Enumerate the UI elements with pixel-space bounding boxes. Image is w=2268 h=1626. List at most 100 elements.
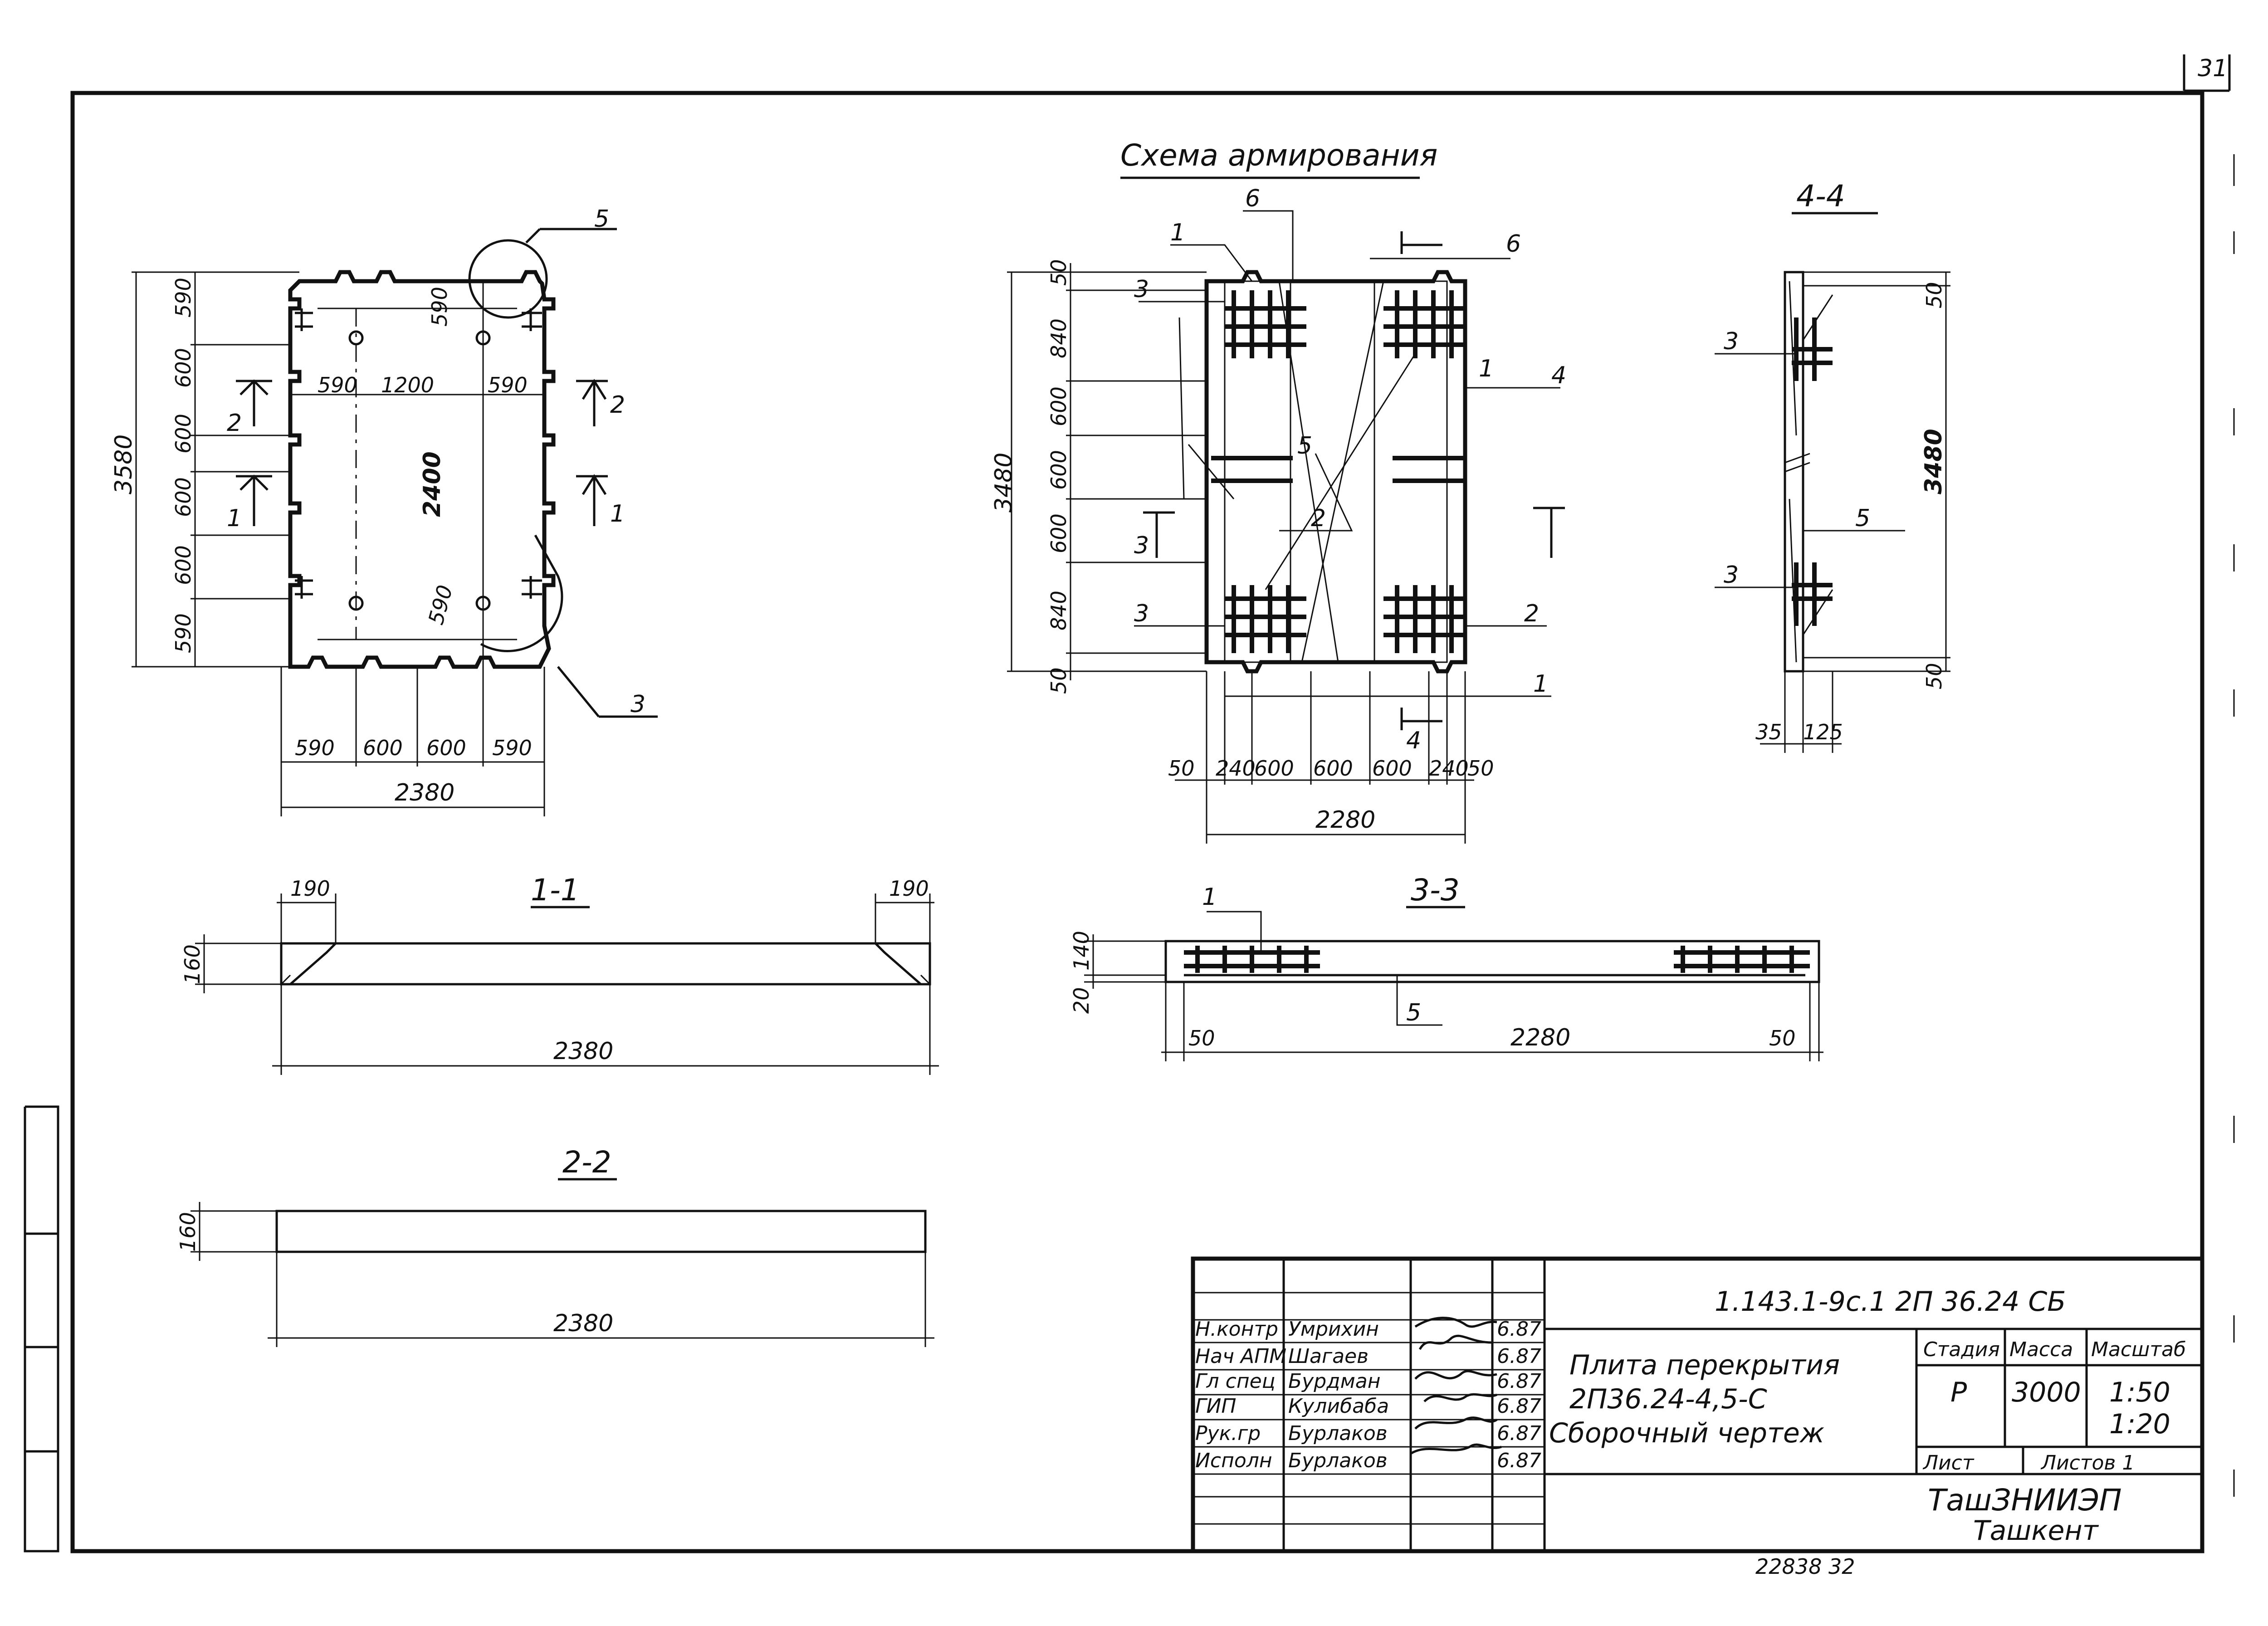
rebar-dim-bottom-2: 600 <box>1254 756 1294 781</box>
header-title: Схема армирования <box>1120 138 1437 173</box>
section-3-3 <box>1084 906 1823 1061</box>
section-2-2-title: 2-2 <box>562 1145 611 1180</box>
tb-name-line2: 2П36.24-4,5-С <box>1569 1383 1767 1415</box>
plan-dim-bottom-1: 600 <box>363 736 403 760</box>
title-block-code: 1.143.1-9с.1 2П 36.24 СБ <box>1715 1286 2066 1318</box>
plan-dim-left-5: 590 <box>171 613 196 653</box>
plan-inner-top-1: 1200 <box>381 373 434 397</box>
rebar-dim-left-2: 600 <box>1046 386 1071 426</box>
rebar-label-5: 5 <box>1297 432 1312 459</box>
tb-scale-header: Масштаб <box>2091 1338 2186 1361</box>
tb-name-4: Бурлаков <box>1288 1422 1388 1445</box>
rebar-label-3-bottom: 3 <box>1134 600 1149 627</box>
rebar-dim-left-6: 50 <box>1046 667 1071 694</box>
section-3-3-length: 2280 <box>1510 1024 1570 1051</box>
rebar-label-6-right: 6 <box>1506 230 1521 258</box>
rebar-total-height: 3480 <box>990 453 1017 513</box>
section-1-1-top-left: 190 <box>290 876 330 901</box>
section-1-1 <box>195 894 939 1075</box>
rebar-dim-bottom-6: 50 <box>1467 756 1494 781</box>
section-3-3-label-5: 5 <box>1406 999 1421 1026</box>
tb-date-4: 6.87 <box>1497 1422 1541 1445</box>
section-4-4-label-3b: 3 <box>1724 562 1739 589</box>
rebar-label-2-center: 2 <box>1311 505 1326 532</box>
plan-dim-left-3: 600 <box>171 477 196 517</box>
section-3-3-title: 3-3 <box>1411 873 1460 908</box>
tb-name-5: Бурлаков <box>1288 1449 1388 1472</box>
page-number: 31 <box>2198 55 2228 82</box>
tb-date-3: 6.87 <box>1497 1395 1541 1418</box>
plan-dim-left-2: 600 <box>171 414 196 454</box>
tb-org-1: ТашЗНИИЭП <box>1928 1483 2122 1518</box>
section-1-1-top-right: 190 <box>889 876 929 901</box>
rebar-label-4: 4 <box>1551 362 1566 389</box>
plan-leader-3: 3 <box>631 691 645 718</box>
rebar-label-1-bottom: 1 <box>1533 670 1548 698</box>
section-2-2-length: 2380 <box>553 1310 613 1337</box>
rebar-label-3-top: 3 <box>1134 276 1149 303</box>
tb-org-2: Ташкент <box>1973 1515 2099 1547</box>
rebar-dim-bottom-4: 600 <box>1372 756 1412 781</box>
section-3-3-height-bottom: 20 <box>1069 987 1094 1014</box>
plan-dim-bottom-2: 600 <box>426 736 466 760</box>
tb-scale-2: 1:20 <box>2109 1408 2170 1440</box>
section-4-4-dim-top: 50 <box>1922 282 1946 308</box>
plan-dim-bottom-0: 590 <box>295 736 335 760</box>
tb-date-1: 6.87 <box>1497 1345 1541 1368</box>
rebar-dim-left-0: 50 <box>1046 259 1071 286</box>
plan-view <box>132 228 658 816</box>
rebar-dim-left-1: 840 <box>1046 318 1071 358</box>
section-4-4-label-5: 5 <box>1855 505 1870 532</box>
section-4-4 <box>1715 212 1950 753</box>
plan-dim-bottom-3: 590 <box>492 736 532 760</box>
section-2-2-height: 160 <box>176 1212 200 1252</box>
plan-section-mark-2a: 2 <box>227 410 242 437</box>
tb-stage: Р <box>1950 1377 1967 1408</box>
title-block <box>1191 1256 2204 1553</box>
rebar-dim-left-3: 600 <box>1046 450 1071 490</box>
section-1-1-title: 1-1 <box>531 873 580 908</box>
tb-date-0: 6.87 <box>1497 1318 1541 1341</box>
rebar-total-width: 2280 <box>1315 806 1375 834</box>
section-3-3-height-top: 140 <box>1069 931 1094 971</box>
section-3-3-right: 50 <box>1769 1026 1796 1050</box>
rebar-dim-left-4: 600 <box>1046 513 1071 553</box>
plan-corner-bottom: 590 <box>423 582 457 627</box>
rebar-dim-left-5: 840 <box>1046 591 1071 630</box>
plan-corner-top: 590 <box>427 287 452 327</box>
plan-dim-left-0: 590 <box>171 278 196 317</box>
tb-name-2: Бурдман <box>1288 1370 1381 1393</box>
section-2-2 <box>191 1178 934 1347</box>
tb-date-5: 6.87 <box>1497 1449 1541 1472</box>
section-4-4-dim-bottom: 50 <box>1922 663 1946 689</box>
rebar-label-2-right: 2 <box>1524 600 1539 627</box>
tb-mass-header: Масса <box>2009 1338 2073 1361</box>
section-4-4-dim-125: 125 <box>1803 720 1843 744</box>
tb-name-0: Умрихин <box>1288 1318 1379 1341</box>
rebar-section-4: 4 <box>1406 727 1421 754</box>
plan-inner-top-2: 590 <box>488 373 528 397</box>
tb-role-5: Исполн <box>1195 1449 1272 1472</box>
section-1-1-height: 160 <box>180 944 205 984</box>
rebar-section-3: 3 <box>1134 532 1149 559</box>
section-1-1-length: 2380 <box>553 1038 613 1065</box>
tb-name-3: Кулибаба <box>1288 1395 1389 1418</box>
rebar-label-6-left: 6 <box>1245 185 1260 212</box>
rebar-dim-bottom-0: 50 <box>1168 756 1195 781</box>
rebar-label-1-right: 1 <box>1479 355 1494 382</box>
tb-stage-header: Стадия <box>1923 1338 2000 1361</box>
tb-name-line3: Сборочный чертеж <box>1549 1417 1824 1449</box>
tb-mass: 3000 <box>2012 1377 2081 1408</box>
plan-total-height: 3580 <box>110 435 137 494</box>
section-4-4-dim-35: 35 <box>1755 720 1782 744</box>
tb-scale-1: 1:50 <box>2109 1377 2170 1408</box>
plan-section-mark-1a: 1 <box>227 505 242 532</box>
plan-leader-5: 5 <box>594 205 609 233</box>
tb-date-2: 6.87 <box>1497 1370 1541 1393</box>
section-3-3-left: 50 <box>1188 1026 1215 1050</box>
tb-role-2: Гл спец <box>1195 1370 1276 1393</box>
bottom-note: 22838 32 <box>1755 1554 1855 1579</box>
plan-inner-vertical: 2400 <box>419 451 446 517</box>
section-3-3-label-1: 1 <box>1202 884 1217 911</box>
